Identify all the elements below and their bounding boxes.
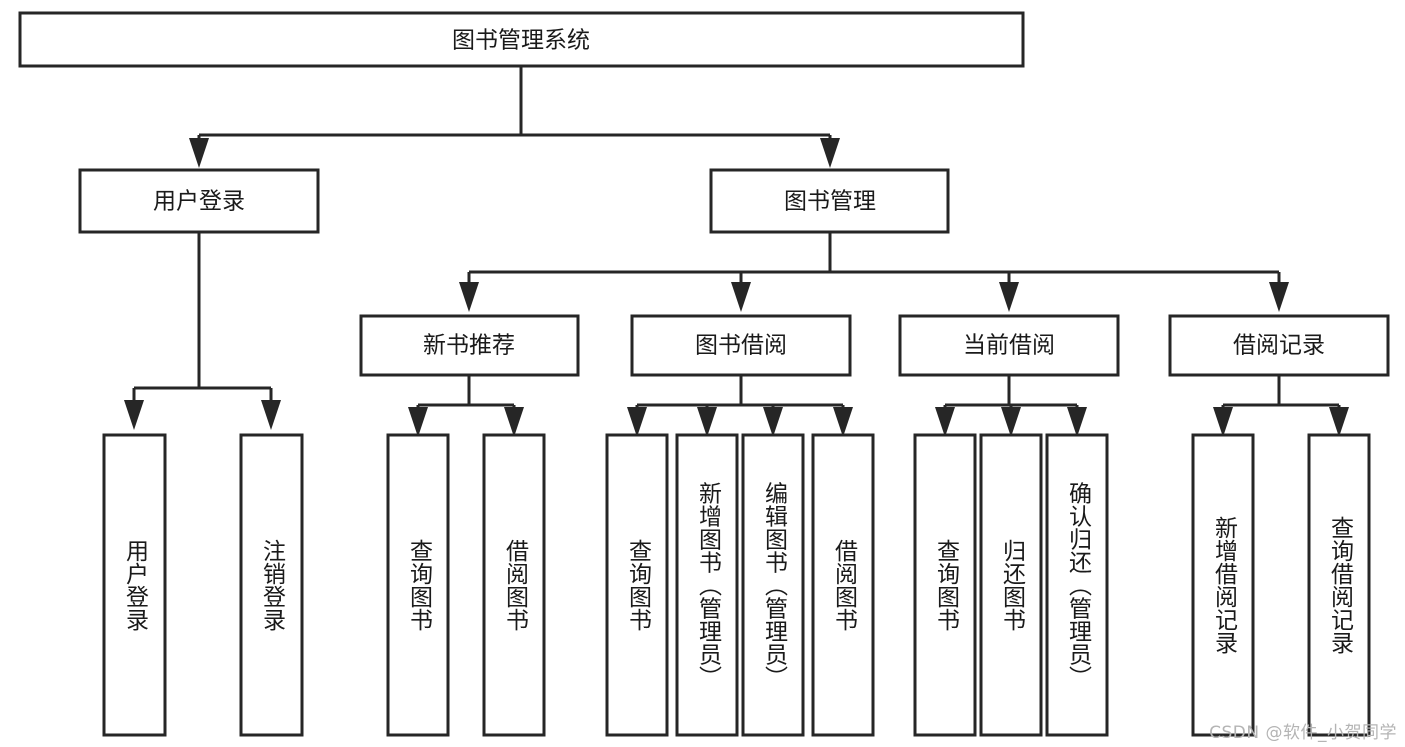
connector-bookborrow-to-leaves (627, 375, 853, 437)
node-leaf-query-book-1[interactable]: 查询图书 (386, 433, 450, 737)
connector-bookmanage-to-level3 (459, 232, 1289, 312)
node-book-manage-label: 图书管理 (784, 189, 876, 215)
node-leaf-query-record-label: 查询借阅记录 (1327, 516, 1355, 654)
node-book-manage[interactable]: 图书管理 (709, 168, 950, 234)
node-leaf-return-book-label: 归还图书 (999, 539, 1027, 631)
connector-borrowrecord-to-leaves (1213, 375, 1349, 437)
connector-newbookrec-to-leaves (408, 375, 524, 437)
csdn-watermark: CSDN @软件_小贺同学 (1209, 723, 1397, 743)
node-current-borrow[interactable]: 当前借阅 (898, 314, 1120, 377)
node-leaf-query-book-1-label: 查询图书 (406, 539, 434, 631)
node-new-book-rec-label: 新书推荐 (423, 333, 515, 359)
node-leaf-user-login-label: 用户登录 (122, 539, 150, 631)
node-user-login[interactable]: 用户登录 (78, 168, 320, 234)
node-current-borrow-label: 当前借阅 (963, 333, 1055, 359)
node-leaf-edit-book[interactable]: 编辑图书（管理员） (741, 433, 805, 737)
node-leaf-borrow-book-2-label: 借阅图书 (831, 539, 859, 631)
node-leaf-user-login[interactable]: 用户登录 (102, 433, 167, 737)
connector-currentborrow-to-leaves (935, 375, 1087, 437)
node-user-login-label: 用户登录 (153, 189, 245, 215)
node-book-borrow[interactable]: 图书借阅 (630, 314, 852, 377)
node-leaf-query-book-2[interactable]: 查询图书 (605, 433, 669, 737)
node-leaf-add-book[interactable]: 新增图书（管理员） (675, 433, 739, 737)
node-leaf-borrow-book-1[interactable]: 借阅图书 (482, 433, 546, 737)
node-leaf-logout[interactable]: 注销登录 (239, 433, 304, 737)
node-leaf-query-book-3[interactable]: 查询图书 (913, 433, 977, 737)
connector-userlogin-to-leaves (124, 232, 281, 430)
connector-root-to-level2 (189, 66, 840, 168)
node-leaf-confirm-return[interactable]: 确认归还（管理员） (1045, 433, 1109, 737)
node-leaf-logout-label: 注销登录 (259, 539, 287, 631)
node-borrow-record-label: 借阅记录 (1233, 333, 1325, 359)
node-leaf-edit-book-label: 编辑图书（管理员） (761, 482, 789, 689)
node-leaf-return-book[interactable]: 归还图书 (979, 433, 1043, 737)
node-leaf-add-record-label: 新增借阅记录 (1211, 516, 1239, 654)
node-leaf-query-record[interactable]: 查询借阅记录 (1307, 433, 1371, 737)
node-leaf-borrow-book-1-label: 借阅图书 (502, 539, 530, 631)
node-leaf-confirm-return-label: 确认归还（管理员） (1065, 482, 1093, 689)
node-root-label: 图书管理系统 (452, 28, 590, 54)
node-root[interactable]: 图书管理系统 (18, 11, 1025, 68)
node-leaf-borrow-book-2[interactable]: 借阅图书 (811, 433, 875, 737)
node-new-book-rec[interactable]: 新书推荐 (359, 314, 580, 377)
node-book-borrow-label: 图书借阅 (695, 333, 787, 359)
node-leaf-query-book-3-label: 查询图书 (933, 539, 961, 631)
node-leaf-add-book-label: 新增图书（管理员） (695, 482, 723, 689)
node-borrow-record[interactable]: 借阅记录 (1168, 314, 1390, 377)
node-leaf-query-book-2-label: 查询图书 (625, 539, 653, 631)
node-leaf-add-record[interactable]: 新增借阅记录 (1191, 433, 1255, 737)
